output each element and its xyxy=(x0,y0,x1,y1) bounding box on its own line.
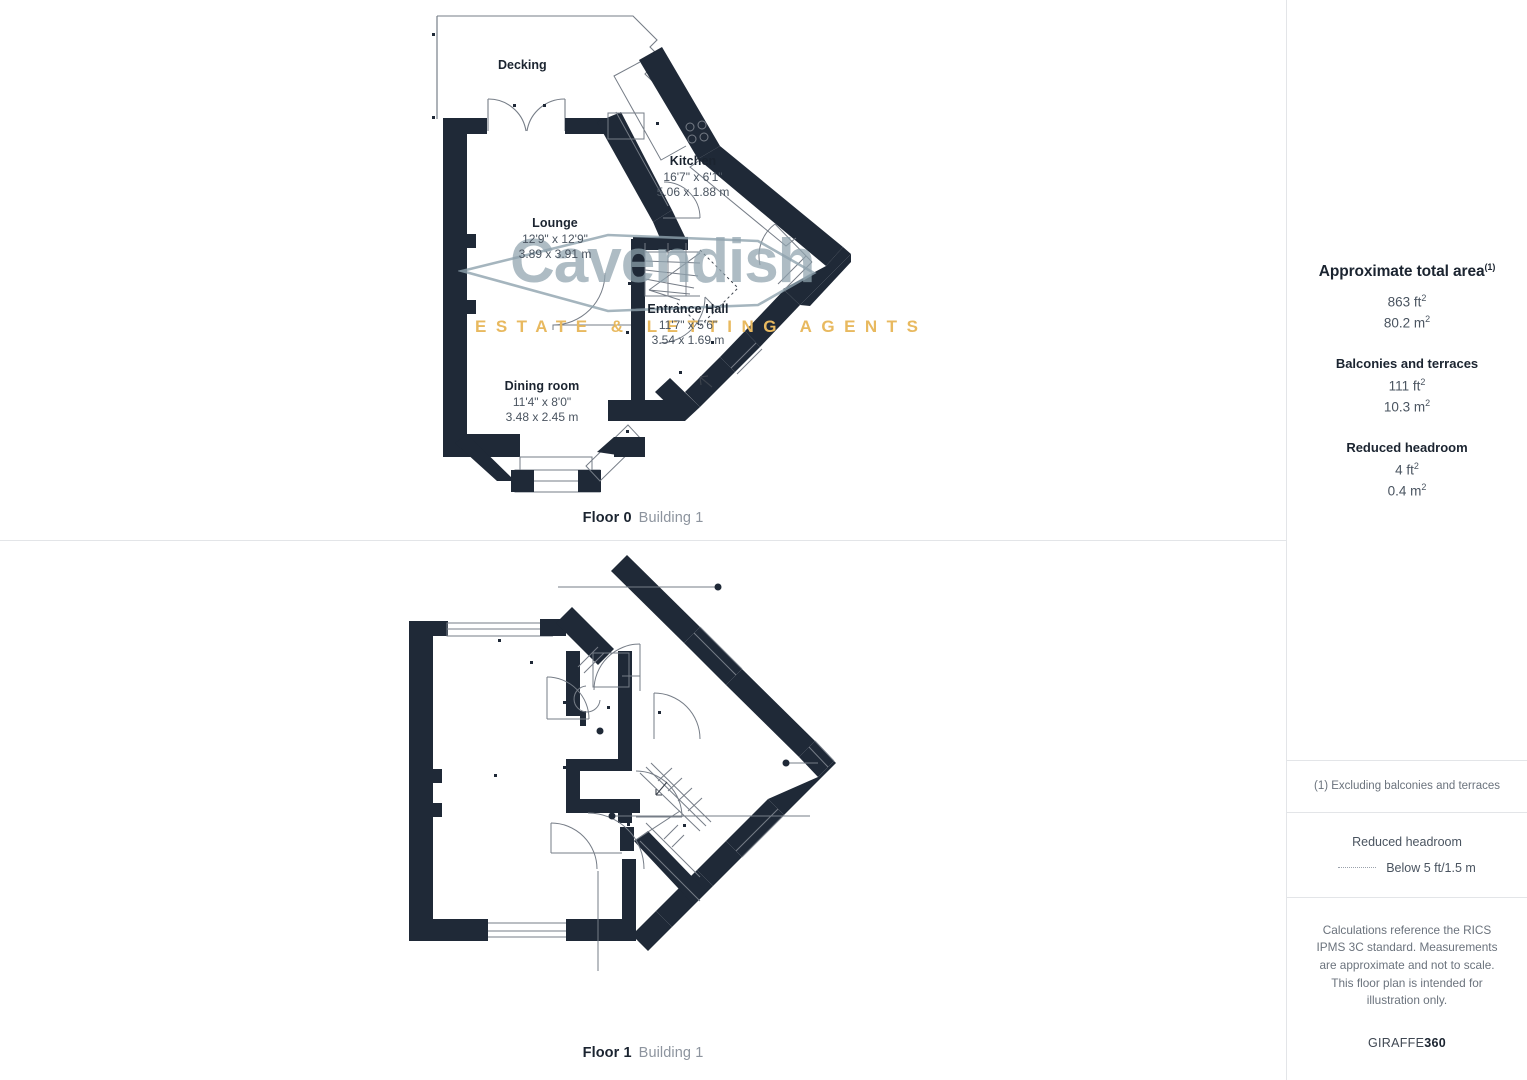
room-metric: 5.06 x 1.88 m xyxy=(656,185,730,200)
headroom-imperial: 4 ft2 xyxy=(1301,460,1513,481)
total-area-ft-value: 863 ft xyxy=(1387,294,1422,310)
room-label-decking: Decking xyxy=(498,58,547,72)
room-label-entrance-hall: Entrance Hall 11'7" x 5'6" 3.54 x 1.69 m xyxy=(622,301,754,349)
floor-0-label: Floor 0 xyxy=(582,510,632,526)
floor-1-panel: Cavendish ESTATE & LETTING AGENTS Bathro… xyxy=(0,541,1286,1080)
floor1-geometry xyxy=(409,555,836,971)
headroom-title: Reduced headroom xyxy=(1346,440,1468,456)
brand-suffix: 360 xyxy=(1424,1036,1447,1050)
headroom-legend-label: Below 5 ft/1.5 m xyxy=(1386,860,1476,875)
total-area-footnote-marker: (1) xyxy=(1484,262,1496,272)
total-area-m-exponent: 2 xyxy=(1425,314,1431,325)
balconies-m-value: 10.3 m xyxy=(1383,399,1426,415)
total-area-imperial: 863 ft2 xyxy=(1301,292,1513,313)
balconies-group: Balconies and terraces 111 ft2 10.3 m2 xyxy=(1301,356,1513,418)
floor-0-panel: Cavendish ESTATE & LETTING AGENTS Deckin… xyxy=(0,0,1286,541)
headroom-metric: 0.4 m2 xyxy=(1301,481,1513,502)
floorplans-column: Cavendish ESTATE & LETTING AGENTS Deckin… xyxy=(0,0,1287,1080)
room-name: Entrance Hall xyxy=(647,302,729,316)
total-area-title: Approximate total area(1) xyxy=(1301,262,1513,281)
total-area-title-text: Approximate total area xyxy=(1318,263,1485,281)
room-imperial: 12'9" x 12'9" xyxy=(522,231,588,246)
room-imperial: 16'7" x 6'1" xyxy=(663,169,723,184)
balconies-ft-exponent: 2 xyxy=(1420,377,1426,388)
dashed-line-icon xyxy=(1338,867,1377,869)
floor-1-building: Building 1 xyxy=(638,1045,704,1061)
floor-1-label: Floor 1 xyxy=(582,1045,632,1061)
area-summary: Approximate total area(1) 863 ft2 80.2 m… xyxy=(1287,0,1527,502)
total-area-group: Approximate total area(1) 863 ft2 80.2 m… xyxy=(1301,262,1513,334)
headroom-ft-value: 4 ft xyxy=(1395,462,1414,478)
headroom-legend: Reduced headroom Below 5 ft/1.5 m xyxy=(1287,811,1527,897)
floor-1-caption: Floor 1 Building 1 xyxy=(0,1045,1286,1061)
headroom-m-exponent: 2 xyxy=(1421,482,1427,493)
room-name: Kitchen xyxy=(669,154,717,168)
headroom-legend-title: Reduced headroom xyxy=(1352,834,1462,849)
room-imperial: 11'4" x 8'0" xyxy=(512,394,572,409)
total-area-metric: 80.2 m2 xyxy=(1301,313,1513,334)
headroom-ft-exponent: 2 xyxy=(1413,461,1419,472)
room-label-lounge: Lounge 12'9" x 12'9" 3.89 x 3.91 m xyxy=(490,215,620,263)
balconies-title: Balconies and terraces xyxy=(1335,356,1479,372)
disclaimer-text: Calculations reference the RICS IPMS 3C … xyxy=(1287,896,1527,1010)
room-metric: 3.54 x 1.69 m xyxy=(651,333,725,348)
floor-0-building: Building 1 xyxy=(638,510,704,526)
sidebar-spacer xyxy=(1287,502,1527,760)
room-label-dining-room: Dining room 11'4" x 8'0" 3.48 x 2.45 m xyxy=(477,378,607,426)
floor-0-drawing xyxy=(432,15,851,493)
total-area-ft-exponent: 2 xyxy=(1421,293,1427,304)
room-metric: 3.48 x 2.45 m xyxy=(505,410,579,425)
headroom-group: Reduced headroom 4 ft2 0.4 m2 xyxy=(1301,440,1513,502)
room-imperial: 11'7" x 5'6" xyxy=(658,317,718,332)
area-footnote: (1) Excluding balconies and terraces xyxy=(1287,759,1527,812)
total-area-m-value: 80.2 m xyxy=(1383,315,1426,331)
balconies-ft-value: 111 ft xyxy=(1388,378,1421,394)
balconies-m-exponent: 2 xyxy=(1425,398,1431,409)
room-label-kitchen: Kitchen 16'7" x 6'1" 5.06 x 1.88 m xyxy=(628,153,758,201)
room-metric: 3.89 x 3.91 m xyxy=(518,247,592,262)
headroom-legend-row: Below 5 ft/1.5 m xyxy=(1303,861,1511,875)
headroom-m-value: 0.4 m xyxy=(1387,483,1422,499)
room-name: Lounge xyxy=(532,216,578,230)
giraffe360-logo: GIRAFFE360 xyxy=(1287,1010,1527,1080)
brand-prefix: GIRAFFE xyxy=(1367,1036,1425,1050)
balconies-metric: 10.3 m2 xyxy=(1301,397,1513,418)
floor-0-caption: Floor 0 Building 1 xyxy=(0,510,1286,526)
info-sidebar: Approximate total area(1) 863 ft2 80.2 m… xyxy=(1287,0,1527,1080)
balconies-imperial: 111 ft2 xyxy=(1301,376,1513,397)
floor-1-drawing xyxy=(409,555,836,971)
room-name: Dining room xyxy=(504,379,580,393)
